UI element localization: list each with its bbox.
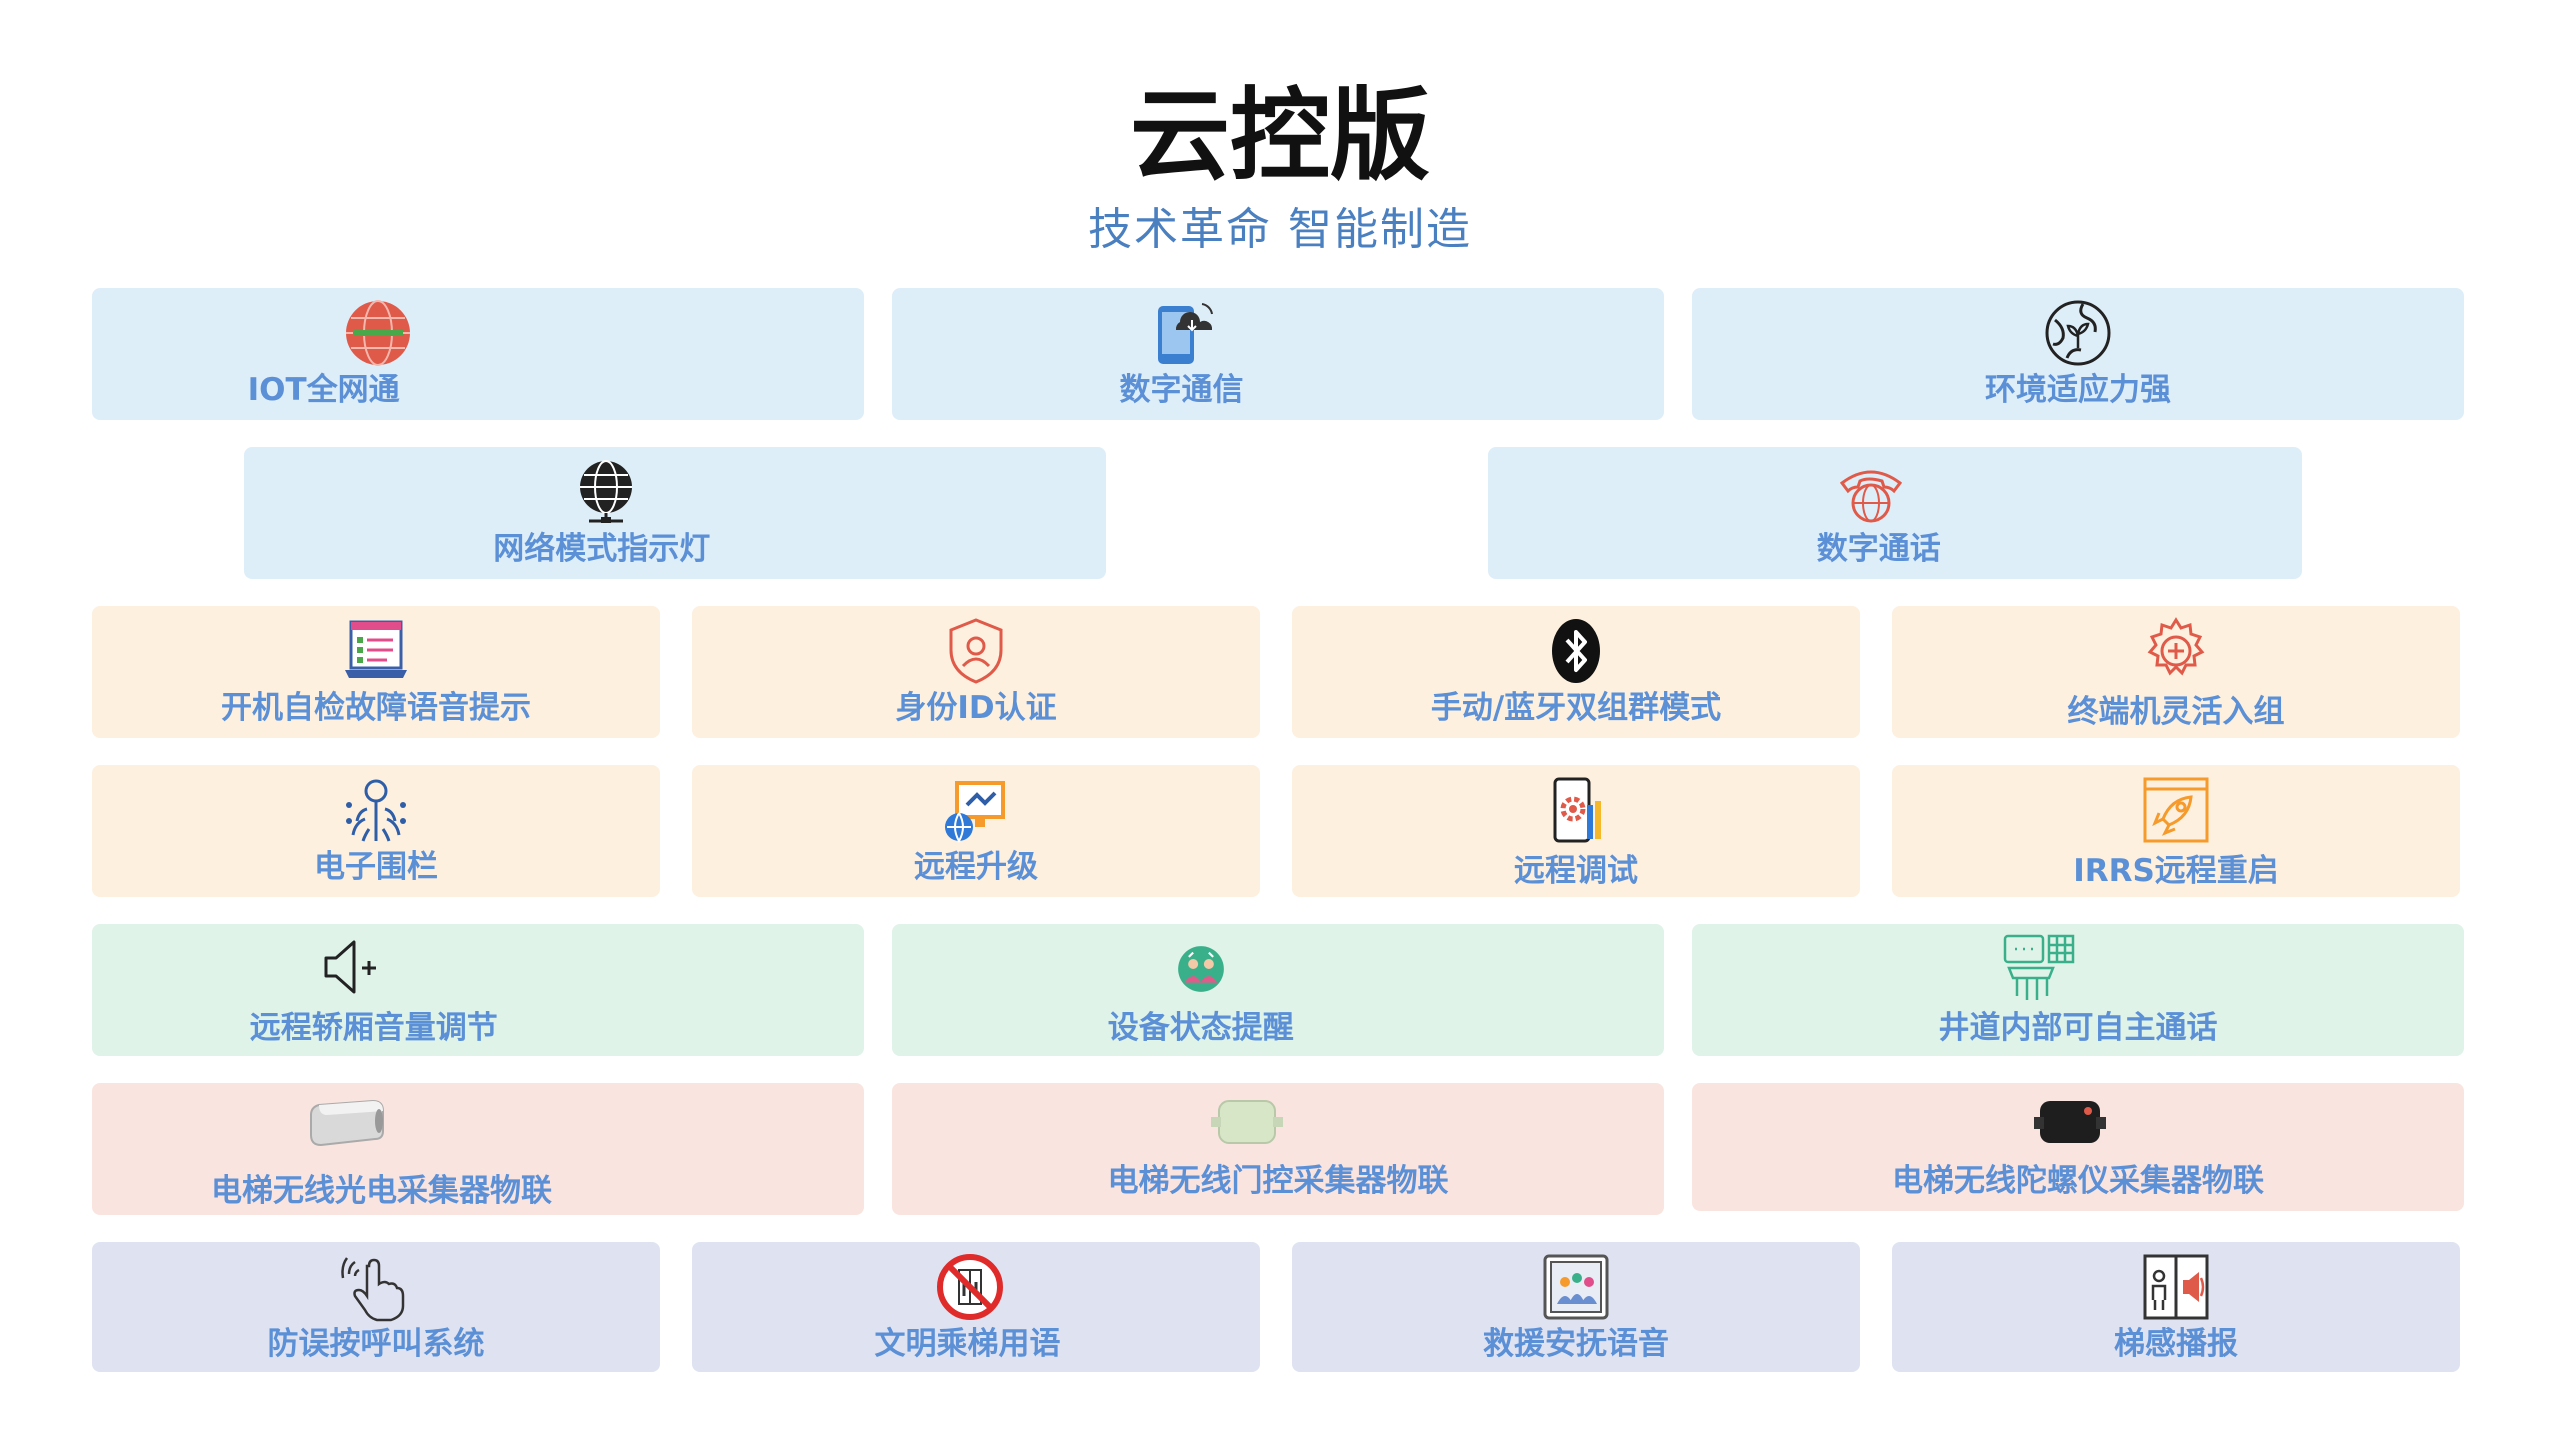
globe-icon <box>343 298 413 368</box>
feature-label: 电梯无线光电采集器物联 <box>211 1173 552 1209</box>
shield-user-icon <box>941 616 1011 686</box>
feature-card-shaft-intercom: 井道内部可自主通话 <box>1692 924 2464 1056</box>
page-title: 云控版 <box>1130 76 1430 194</box>
feature-label: 环境适应力强 <box>1985 372 2171 408</box>
door-sensor-icon <box>1209 1087 1285 1157</box>
status-people-icon <box>1176 944 1226 994</box>
feature-card-network-indicator: 网络模式指示灯 <box>244 447 1106 579</box>
eco-globe-icon <box>2043 298 2113 368</box>
feature-label: 远程调试 <box>1514 853 1638 889</box>
rescue-people-icon <box>1541 1252 1611 1322</box>
feature-label: 开机自检故障语音提示 <box>221 690 531 726</box>
feature-label: 防误按呼叫系统 <box>267 1326 485 1362</box>
feature-card-civil-phrases: 文明乘梯用语 <box>692 1242 1260 1372</box>
bluetooth-icon <box>1541 616 1611 686</box>
feature-label: 远程轿厢音量调节 <box>249 1010 498 1046</box>
feature-card-rescue-voice: 救援安抚语音 <box>1292 1242 1860 1372</box>
gyroscope-sensor-icon <box>2032 1087 2108 1157</box>
feature-card-flex-group: 终端机灵活入组 <box>1892 606 2460 738</box>
feature-card-volume: 远程轿厢音量调节 <box>92 924 864 1056</box>
no-smoking-elevator-icon <box>935 1252 1005 1322</box>
feature-card-photoelectric: 电梯无线光电采集器物联 <box>92 1083 864 1215</box>
feature-label: 井道内部可自主通话 <box>1938 1010 2218 1046</box>
feature-card-iot: IOT全网通 <box>92 288 864 420</box>
remote-upgrade-icon <box>941 775 1011 845</box>
feature-card-irrs: IRRS远程重启 <box>1892 765 2460 897</box>
phone-cloud-icon <box>1150 298 1220 368</box>
telephone-icon <box>1836 457 1906 527</box>
feature-card-geofence: 电子围栏 <box>92 765 660 897</box>
laptop-checklist-icon <box>341 616 411 686</box>
feature-card-door-sensor: 电梯无线门控采集器物联 <box>892 1083 1664 1215</box>
feature-card-remote-debug: 远程调试 <box>1292 765 1860 897</box>
feature-label: 终端机灵活入组 <box>2067 694 2285 730</box>
rocket-window-icon <box>2141 775 2211 845</box>
feature-card-id-auth: 身份ID认证 <box>692 606 1260 738</box>
feature-label: 身份ID认证 <box>895 690 1057 726</box>
feature-label: 梯感播报 <box>2114 1326 2238 1362</box>
chip-network-icon <box>341 775 411 845</box>
feature-card-device-status: 设备状态提醒 <box>892 924 1664 1056</box>
feature-label: IOT全网通 <box>247 372 400 408</box>
page-subtitle: 技术革命 智能制造 <box>1088 204 1472 255</box>
feature-card-remote-upgrade: 远程升级 <box>692 765 1260 897</box>
feature-label: IRRS远程重启 <box>2073 853 2279 889</box>
feature-card-bluetooth: 手动/蓝牙双组群模式 <box>1292 606 1860 738</box>
intercom-icon <box>2001 932 2077 1002</box>
feature-label: 设备状态提醒 <box>1107 1010 1294 1046</box>
feature-label: 文明乘梯用语 <box>874 1326 1061 1362</box>
speaker-plus-icon <box>312 932 382 1002</box>
feature-card-selftest: 开机自检故障语音提示 <box>92 606 660 738</box>
feature-label: 救援安抚语音 <box>1483 1326 1669 1362</box>
feature-card-anti-misclick: 防误按呼叫系统 <box>92 1242 660 1372</box>
feature-label: 远程升级 <box>914 849 1038 885</box>
gear-plus-icon <box>2141 616 2211 686</box>
feature-label: 电子围栏 <box>314 849 438 885</box>
network-globe-icon <box>571 457 641 527</box>
feature-label: 电梯无线陀螺仪采集器物联 <box>1892 1163 2264 1199</box>
phone-gear-icon <box>1541 775 1611 845</box>
feature-label: 手动/蓝牙双组群模式 <box>1430 690 1722 726</box>
feature-card-broadcast: 梯感播报 <box>1892 1242 2460 1372</box>
feature-card-gyroscope: 电梯无线陀螺仪采集器物联 <box>1692 1083 2464 1211</box>
feature-label: 数字通信 <box>1119 372 1244 408</box>
feature-label: 电梯无线门控采集器物联 <box>1107 1163 1449 1199</box>
touch-hand-icon <box>341 1252 411 1322</box>
feature-label: 数字通话 <box>1816 531 1941 567</box>
feature-card-environment: 环境适应力强 <box>1692 288 2464 420</box>
feature-card-digital-comm: 数字通信 <box>892 288 1664 420</box>
feature-card-digital-call: 数字通话 <box>1488 447 2302 579</box>
photoelectric-sensor-icon <box>305 1093 389 1163</box>
elevator-speaker-icon <box>2141 1252 2211 1322</box>
feature-label: 网络模式指示灯 <box>493 531 711 567</box>
